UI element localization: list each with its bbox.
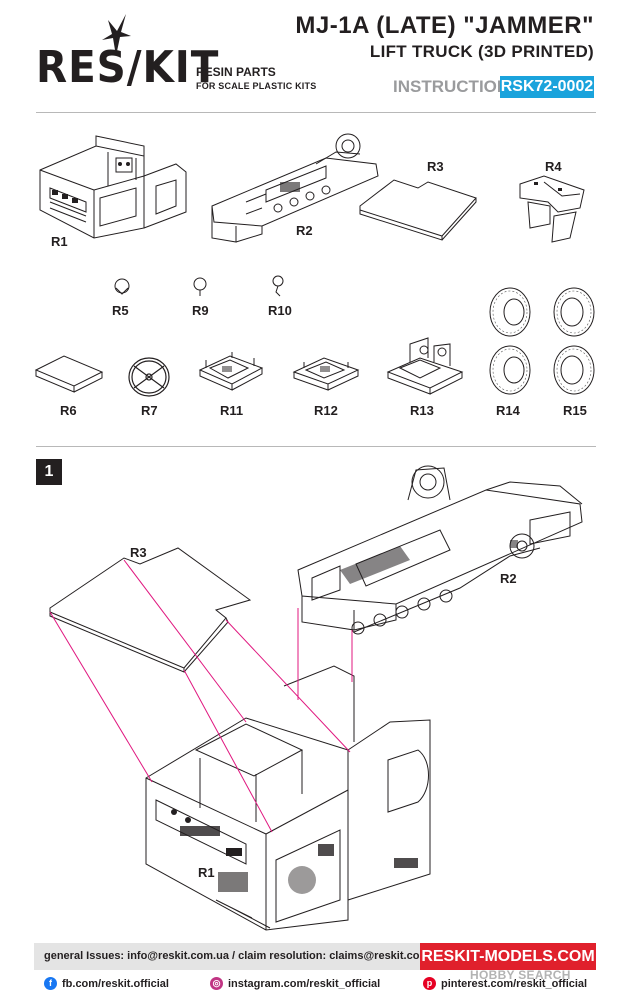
step-label-r2: R2 xyxy=(500,571,517,586)
step-label-r3: R3 xyxy=(130,545,147,560)
footer-contact-bar xyxy=(34,943,420,970)
step-label-r1: R1 xyxy=(198,865,215,880)
part-label-r5: R5 xyxy=(112,303,129,318)
instagram-link[interactable]: ◎ instagram.com/reskit_official xyxy=(210,977,380,990)
facebook-link[interactable]: f fb.com/reskit.official xyxy=(44,977,169,990)
kit-code-badge: RSK72-0002 xyxy=(500,76,594,98)
part-r6-drawing xyxy=(34,355,104,393)
brand-subtitle-2: FOR SCALE PLASTIC KITS xyxy=(196,81,317,91)
part-r4-drawing xyxy=(519,175,585,243)
facebook-icon: f xyxy=(44,977,57,990)
step-number: 1 xyxy=(36,459,62,485)
part-r14-drawing xyxy=(489,287,531,395)
part-r13-drawing xyxy=(386,337,464,395)
part-r3-drawing xyxy=(359,179,477,241)
instruction-label: INSTRUCTION xyxy=(393,77,510,96)
part-label-r4: R4 xyxy=(545,159,562,174)
part-r10-drawing xyxy=(272,275,284,297)
part-label-r13: R13 xyxy=(410,403,434,418)
part-label-r10: R10 xyxy=(268,303,292,318)
facebook-label: fb.com/reskit.official xyxy=(62,977,169,990)
assembly-drawing xyxy=(49,465,583,931)
part-label-r6: R6 xyxy=(60,403,77,418)
part-label-r7: R7 xyxy=(141,403,158,418)
instagram-label: instagram.com/reskit_official xyxy=(228,977,381,990)
part-r9-drawing xyxy=(193,277,207,296)
watermark: HOBBY SEARCH xyxy=(470,968,571,982)
brand-subtitle-1: RESIN PARTS xyxy=(196,65,276,79)
part-r7-drawing xyxy=(128,357,170,397)
jet-icon xyxy=(102,14,131,56)
part-label-r1: R1 xyxy=(51,234,68,249)
part-label-r3: R3 xyxy=(427,159,444,174)
website-link[interactable]: RESKIT-MODELS.COM xyxy=(420,943,596,970)
brand-logo: RES/KIT xyxy=(36,42,220,93)
part-label-r15: R15 xyxy=(563,403,587,418)
part-r15-drawing xyxy=(553,287,595,395)
kit-subtitle: LIFT TRUCK (3D PRINTED) xyxy=(369,42,594,61)
divider-top xyxy=(36,112,596,113)
part-r1-drawing xyxy=(39,135,187,239)
pinterest-label: pinterest.com/reskit_official xyxy=(441,977,588,990)
instagram-icon: ◎ xyxy=(210,977,223,990)
part-r2-drawing xyxy=(211,133,379,243)
part-label-r11: R11 xyxy=(220,403,244,418)
part-r12-drawing xyxy=(292,357,360,391)
part-r11-drawing xyxy=(198,352,264,391)
pinterest-icon: p xyxy=(423,977,436,990)
part-label-r2: R2 xyxy=(296,223,313,238)
pinterest-link[interactable]: p pinterest.com/reskit_official xyxy=(423,977,587,990)
kit-title: MJ-1A (LATE) "JAMMER" xyxy=(295,12,594,39)
part-label-r14: R14 xyxy=(496,403,520,418)
part-label-r9: R9 xyxy=(192,303,209,318)
part-label-r12: R12 xyxy=(314,403,338,418)
footer-contact-text: general Issues: info@reskit.com.ua / cla… xyxy=(44,950,446,962)
divider-middle xyxy=(36,446,596,447)
part-r5-drawing xyxy=(114,278,130,295)
